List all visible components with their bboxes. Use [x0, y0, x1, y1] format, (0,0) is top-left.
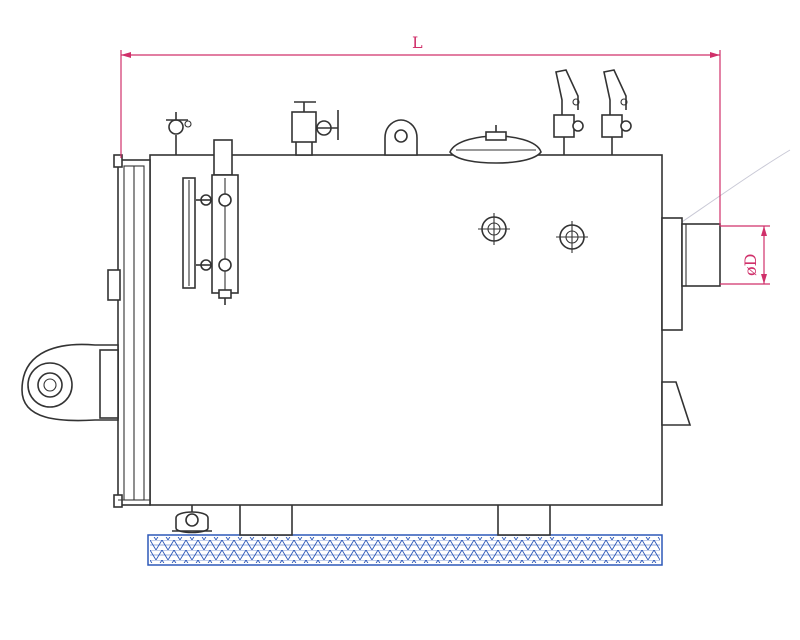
blowdown-valve: [172, 505, 212, 534]
length-label: L: [412, 33, 423, 52]
pressure-gauge-left: [553, 69, 584, 155]
diameter-label: øD: [741, 254, 760, 276]
burner-blower: [21, 343, 119, 422]
water-level-gauge: [182, 139, 239, 305]
length-dimension: [120, 50, 721, 226]
rear-flue-outlet: [661, 217, 721, 331]
side-nozzle-left: [478, 213, 510, 245]
side-nozzle-right: [556, 221, 588, 253]
foundation-base: [147, 534, 663, 566]
safety-valve-small: [166, 112, 192, 155]
pressure-gauge-right: [601, 69, 632, 155]
lifting-lug: [384, 119, 418, 156]
rear-bracket: [661, 381, 692, 426]
manhole-cover: [449, 125, 542, 164]
front-door-assembly: [107, 154, 151, 508]
diameter-dimension: [720, 225, 770, 285]
main-steam-valve: [291, 101, 339, 156]
